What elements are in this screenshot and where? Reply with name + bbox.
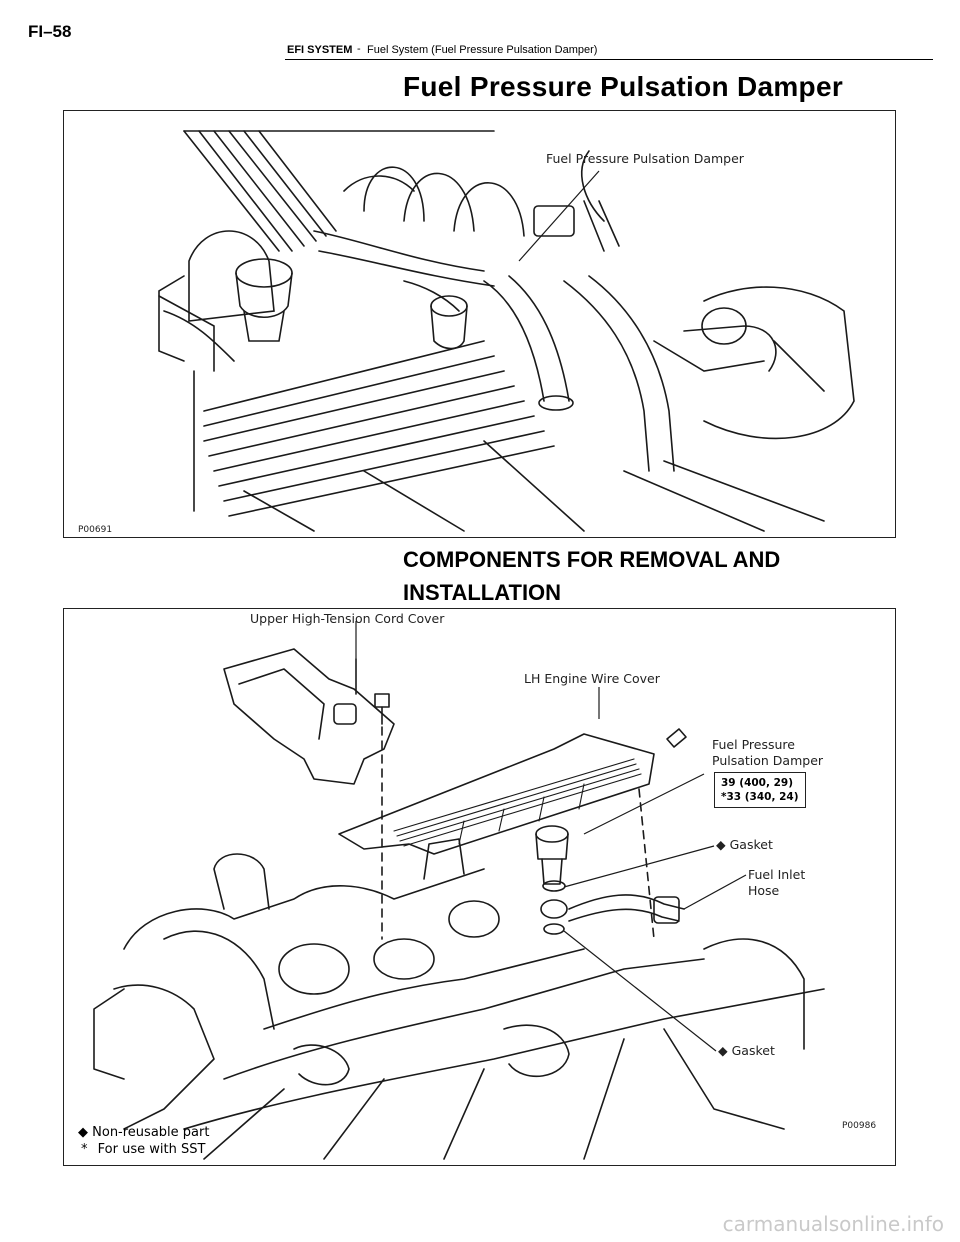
fuel-inlet-callout-line2: Hose	[748, 883, 780, 898]
upper-cord-cover-callout: Upper High-Tension Cord Cover	[250, 611, 445, 626]
legend-non-reusable-label: Non-reusable part	[92, 1125, 210, 1140]
legend-sst-label: For use with SST	[97, 1142, 206, 1157]
figure-components: Upper High-Tension Cord Cover LH Engine …	[63, 608, 896, 1166]
figure2-code: P00986	[842, 1121, 877, 1131]
diamond-icon: ◆	[718, 1043, 728, 1058]
diamond-icon: ◆	[78, 1125, 88, 1140]
figure-engine-damper-location: Fuel Pressure Pulsation Damper P00691	[63, 110, 896, 538]
damper-leader-line	[518, 170, 600, 262]
header-section: EFI SYSTEM	[287, 44, 353, 56]
torque-line1: 39 (400, 29)	[721, 777, 794, 789]
section-heading: COMPONENTS FOR REMOVAL AND INSTALLATION	[403, 547, 781, 605]
watermark: carmanualsonline.info	[722, 1212, 944, 1236]
figure1-code: P00691	[78, 525, 113, 535]
header-subsection: Fuel System (Fuel Pressure Pulsation Dam…	[367, 44, 598, 56]
legend-non-reusable: ◆ Non-reusable part	[78, 1125, 209, 1141]
diamond-icon: ◆	[716, 837, 726, 852]
header-dash: -	[357, 43, 361, 55]
header-rule	[285, 59, 933, 60]
gasket-upper-callout: ◆ Gasket	[716, 837, 773, 852]
gasket-lower-label: Gasket	[731, 1043, 775, 1058]
asterisk-icon: *	[81, 1142, 88, 1157]
engine-illustration-2	[93, 621, 825, 1160]
legend-sst: * For use with SST	[81, 1142, 205, 1158]
damper-callout-line1: Fuel Pressure	[712, 737, 795, 752]
lh-wire-cover-callout: LH Engine Wire Cover	[524, 671, 660, 686]
torque-spec-box: 39 (400, 29) *33 (340, 24)	[714, 772, 806, 808]
torque-line2: *33 (340, 24)	[721, 791, 799, 803]
engine-illustration-1	[158, 130, 855, 532]
fuel-inlet-callout-line1: Fuel Inlet	[748, 867, 806, 882]
gasket-upper-label: Gasket	[729, 837, 773, 852]
gasket-lower-callout: ◆ Gasket	[718, 1043, 775, 1058]
damper-callout-line2: Pulsation Damper	[712, 753, 824, 768]
page-number: FI–58	[28, 22, 72, 41]
page-title: Fuel Pressure Pulsation Damper	[403, 71, 844, 102]
damper-callout: Fuel Pressure Pulsation Damper	[546, 151, 744, 166]
